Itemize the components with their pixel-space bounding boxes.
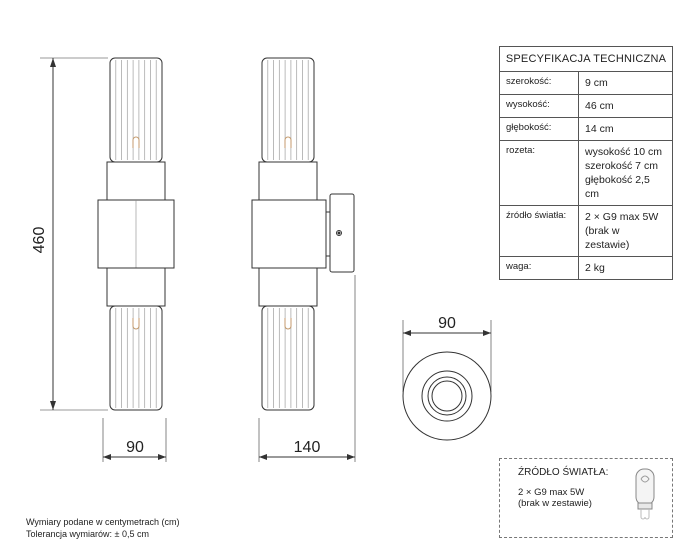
spec-key: wysokość: xyxy=(499,94,579,118)
spec-key: głębokość: xyxy=(499,117,579,141)
spec-value: 14 cm xyxy=(578,117,673,141)
spec-key: waga: xyxy=(499,256,579,280)
spec-value: 2 × G9 max 5W (brak w zestawie) xyxy=(578,205,673,257)
spec-value: 46 cm xyxy=(578,94,673,118)
spec-row: wysokość: 46 cm xyxy=(499,94,673,118)
spec-value: 9 cm xyxy=(578,71,673,95)
spec-row: rozeta: wysokość 10 cm szerokość 7 cm gł… xyxy=(499,140,673,206)
g9-bulb-icon xyxy=(635,468,655,520)
spec-row: szerokość: 9 cm xyxy=(499,71,673,95)
side-depth-dimension-label: 140 xyxy=(294,439,321,456)
front-width-dimension-label: 90 xyxy=(126,439,144,456)
side-view xyxy=(251,57,356,462)
spec-row: źródło światła: 2 × G9 max 5W (brak w ze… xyxy=(499,205,673,257)
notes-line: Wymiary podane w centymetrach (cm) xyxy=(26,517,180,527)
spec-row: głębokość: 14 cm xyxy=(499,117,673,141)
front-view xyxy=(40,57,175,462)
light-source-title: ŹRÓDŁO ŚWIATŁA: xyxy=(518,467,609,478)
spec-key: rozeta: xyxy=(499,140,579,206)
height-dimension-label: 460 xyxy=(31,227,48,254)
rosette-dimension-label: 90 xyxy=(438,315,456,332)
notes: Wymiary podane w centymetrach (cm) Toler… xyxy=(26,516,179,540)
spec-value: wysokość 10 cm szerokość 7 cm głębokość … xyxy=(578,140,673,206)
rosette-view xyxy=(402,320,492,441)
light-source-description: 2 × G9 max 5W (brak w zestawie) xyxy=(518,487,592,509)
light-source-box: ŹRÓDŁO ŚWIATŁA: 2 × G9 max 5W (brak w ze… xyxy=(499,458,673,538)
spec-table: SPECYFIKACJA TECHNICZNA szerokość: 9 cm … xyxy=(499,46,673,280)
spec-row: waga: 2 kg xyxy=(499,256,673,280)
spec-key: szerokość: xyxy=(499,71,579,95)
spec-key: źródło światła: xyxy=(499,205,579,257)
spec-value: 2 kg xyxy=(578,256,673,280)
spec-table-title: SPECYFIKACJA TECHNICZNA xyxy=(499,46,673,72)
notes-line: Tolerancja wymiarów: ± 0,5 cm xyxy=(26,529,149,539)
